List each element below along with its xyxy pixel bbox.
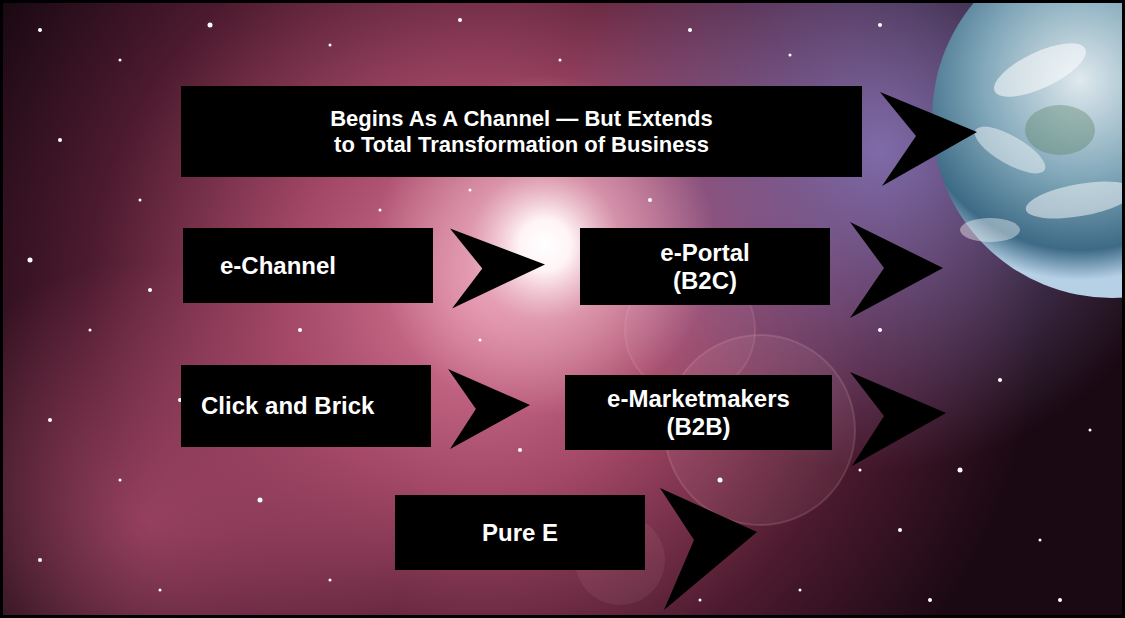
box-label: e-Channel bbox=[220, 252, 336, 280]
arrow-connector bbox=[448, 369, 530, 449]
earth-globe bbox=[932, 0, 1125, 298]
process-box: Pure E bbox=[395, 495, 645, 570]
box-label: Click and Brick bbox=[201, 392, 374, 420]
process-box: e-Portal (B2C) bbox=[580, 228, 830, 305]
process-box: e-Marketmakers (B2B) bbox=[565, 375, 832, 450]
process-box: Click and Brick bbox=[181, 365, 431, 447]
box-label: Pure E bbox=[482, 519, 558, 547]
arrow-connector bbox=[450, 229, 545, 309]
box-label: e-Portal (B2C) bbox=[645, 239, 765, 294]
process-box: e-Channel bbox=[183, 228, 433, 303]
process-box: Begins As A Channel — But Extends to Tot… bbox=[181, 86, 862, 177]
box-label: e-Marketmakers (B2B) bbox=[586, 385, 811, 440]
box-label: Begins As A Channel — But Extends to Tot… bbox=[252, 106, 792, 157]
